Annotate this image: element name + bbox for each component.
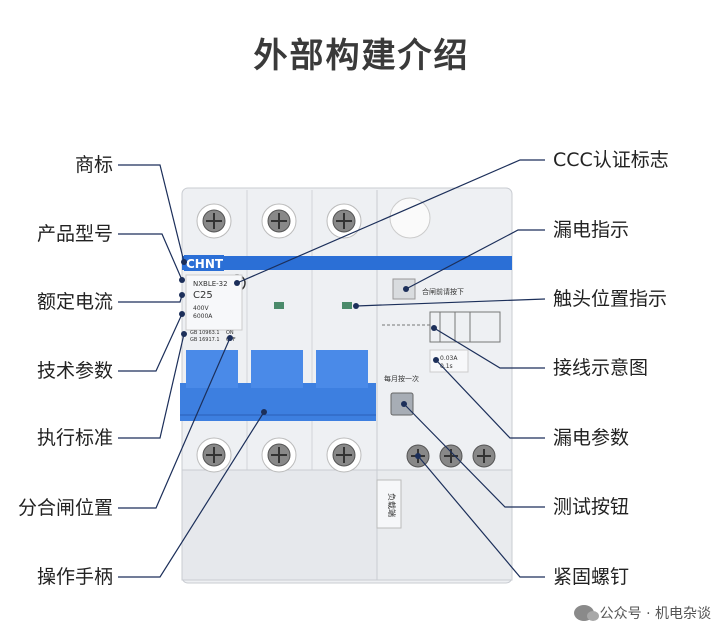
on-text: ON bbox=[226, 330, 234, 336]
bottom-screws bbox=[196, 437, 496, 473]
label-leakage-params: 漏电参数 bbox=[553, 427, 630, 449]
leakage-params-box bbox=[429, 349, 469, 373]
watermark: 公众号 · 机电杂谈 bbox=[573, 603, 711, 623]
label-fixing-screws: 紧固螺钉 bbox=[553, 566, 630, 588]
label-model: 产品型号 bbox=[36, 223, 113, 245]
contact-indicator bbox=[274, 302, 284, 309]
monthly-test-text: 每月按一次 bbox=[384, 374, 419, 383]
rated-voltage-text: 400V bbox=[193, 305, 209, 312]
wiring-diagram bbox=[382, 311, 501, 343]
label-ccc: CCC认证标志 bbox=[553, 149, 669, 171]
wechat-icon bbox=[573, 605, 599, 621]
standard-line-2: GB 16917.1 bbox=[190, 337, 220, 343]
brand-logo bbox=[184, 255, 224, 271]
label-rated-current: 额定电流 bbox=[36, 291, 113, 313]
contact-indicator bbox=[342, 302, 352, 309]
model-text: NXBLE-32 bbox=[193, 280, 228, 288]
top-screws bbox=[196, 197, 431, 239]
leader-dots-left bbox=[179, 259, 267, 415]
load-side-box bbox=[376, 479, 402, 529]
label-wiring-diagram: 接线示意图 bbox=[553, 357, 649, 379]
leader-dots-right bbox=[234, 280, 439, 459]
instruction-text: 合闸前请按下 bbox=[422, 287, 464, 296]
blue-stripe bbox=[182, 256, 512, 270]
breaking-capacity-text: 6000A bbox=[193, 313, 213, 320]
leakage-time-text: 0.1s bbox=[440, 363, 453, 370]
page-title: 外部构建介绍 bbox=[253, 36, 470, 76]
label-leakage-indicator: 漏电指示 bbox=[553, 219, 630, 241]
operating-handle[interactable] bbox=[180, 350, 376, 421]
spec-plate: NXBLE-32 C25 400V 6000A GB 10963.1 GB 16… bbox=[185, 274, 243, 343]
label-contact-position: 触头位置指示 bbox=[553, 288, 668, 310]
label-test-button: 测试按钮 bbox=[553, 496, 630, 518]
watermark-text: 公众号 · 机电杂谈 bbox=[599, 606, 711, 622]
standard-line-1: GB 10963.1 bbox=[190, 330, 220, 336]
label-brand: 商标 bbox=[74, 154, 113, 176]
label-standard: 执行标准 bbox=[36, 427, 113, 449]
current-text: C25 bbox=[193, 290, 213, 301]
label-on-off-position: 分合闸位置 bbox=[17, 497, 113, 519]
brand-text: CHNT bbox=[186, 257, 224, 271]
load-side-text: 负载端 bbox=[387, 493, 397, 517]
leader-lines-right bbox=[236, 159, 546, 578]
leakage-current-text: 0.03A bbox=[440, 355, 458, 362]
label-tech-params: 技术参数 bbox=[36, 360, 113, 382]
label-handle: 操作手柄 bbox=[36, 566, 113, 588]
leader-lines-left bbox=[118, 164, 265, 578]
